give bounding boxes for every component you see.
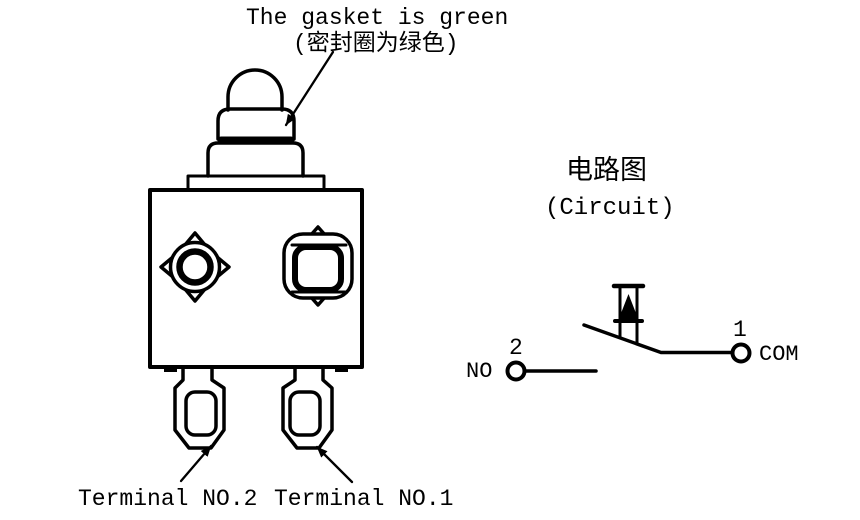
gasket-collar (216, 107, 296, 141)
plunger-actuator-symbol (611, 283, 646, 345)
no-terminal-circle (505, 360, 527, 382)
com-terminal-circle (730, 342, 752, 364)
com-terminal-number: 1 (733, 317, 747, 343)
gasket-note-english: The gasket is green (246, 5, 509, 31)
circuit-schematic (505, 283, 752, 382)
terminal-2-leader-line (179, 444, 213, 483)
gasket-leader-line (284, 50, 335, 127)
no-terminal-number: 2 (509, 335, 523, 361)
circuit-title-english: (Circuit) (545, 195, 675, 222)
collar-step (206, 141, 305, 178)
terminal-2-lug (173, 365, 226, 450)
terminal-2-label: Terminal NO.2 (78, 486, 258, 512)
circuit-title-chinese: 电路图 (566, 158, 647, 188)
mounting-flange (186, 174, 326, 192)
stadium-boss (282, 225, 354, 307)
com-label: COM (759, 342, 799, 367)
plunger-dome (226, 68, 284, 112)
switch-front-view (148, 50, 364, 484)
body-stub-left (164, 367, 177, 372)
body-stub-right (335, 367, 348, 372)
terminal-1-label: Terminal NO.1 (274, 486, 454, 512)
gasket-note-chinese: (密封圈为绿色) (293, 31, 459, 57)
round-boss (159, 231, 231, 303)
terminal-1-lug (281, 365, 334, 450)
switch-lever (582, 323, 733, 355)
terminal-1-leader-line (315, 445, 354, 484)
switch-body (148, 188, 364, 369)
no-label: NO (466, 359, 493, 384)
